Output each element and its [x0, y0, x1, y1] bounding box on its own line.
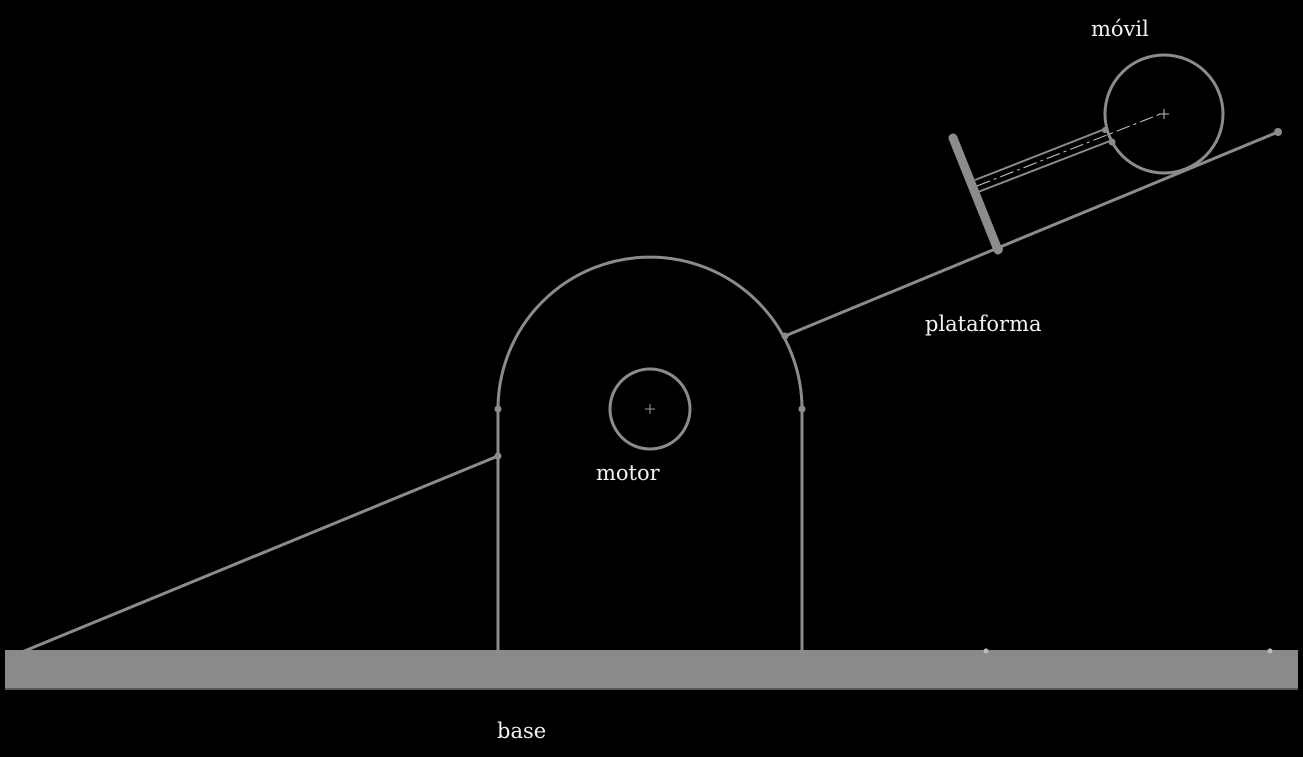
stopper-bar [948, 133, 1003, 255]
base-label: base [497, 719, 547, 743]
stopper-joint [993, 244, 1003, 254]
platform-end-point [1274, 128, 1282, 136]
spring-rod-upper [974, 128, 1106, 181]
movil-center-mark [1159, 109, 1169, 119]
motor-label: motor [596, 461, 660, 485]
base-point-1 [983, 648, 989, 654]
movil-label: móvil [1091, 17, 1149, 41]
lower-incline-line [21, 454, 499, 654]
motor-center-mark [645, 404, 655, 414]
base-point-2 [1267, 648, 1273, 654]
spring-rod-center [976, 112, 1164, 187]
spring-rod-lower [977, 140, 1111, 193]
platform-line [784, 130, 1279, 338]
movil-circle [1103, 53, 1225, 175]
base-bar [5, 650, 1298, 688]
housing-joint-right [798, 405, 806, 413]
motor-circle [608, 367, 692, 451]
motor-housing [496, 255, 804, 650]
plataforma-label: plataforma [925, 312, 1042, 336]
housing-joint-left [494, 405, 502, 413]
